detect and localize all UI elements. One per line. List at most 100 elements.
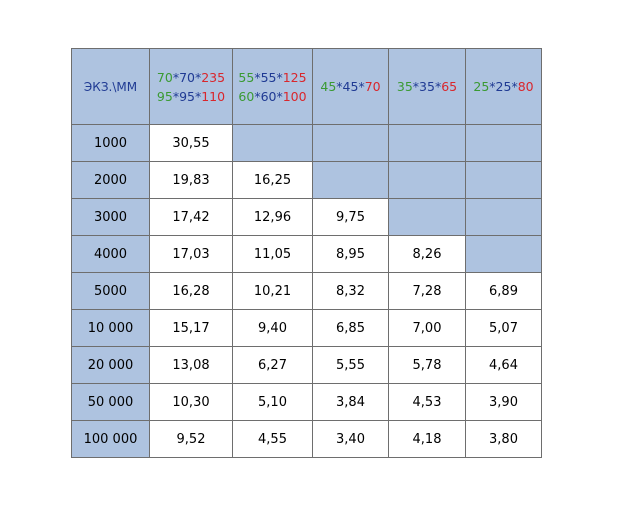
price-cell: 12,96: [232, 198, 313, 236]
quantity-label: 1000: [71, 124, 150, 162]
empty-cell: [312, 124, 389, 162]
size-part: *: [336, 79, 343, 94]
price-cell: 17,42: [149, 198, 233, 236]
empty-cell: [232, 124, 313, 162]
size-part: 35: [396, 79, 413, 94]
price-cell: 5,10: [232, 383, 313, 421]
price-cell: 6,27: [232, 346, 313, 384]
size-part: *: [434, 79, 442, 94]
quantity-label: 20 000: [71, 346, 150, 384]
empty-cell: [465, 198, 542, 236]
price-cell: 5,07: [465, 309, 542, 347]
quantity-label: 50 000: [71, 383, 150, 421]
size-part: 65: [441, 79, 458, 94]
size-part: *: [358, 79, 365, 94]
size-part: 60: [238, 88, 255, 104]
price-cell: 3,90: [465, 383, 542, 421]
price-cell: 30,55: [149, 124, 233, 162]
price-cell: 6,89: [465, 272, 542, 310]
price-cell: 7,28: [388, 272, 466, 310]
size-part: *: [489, 79, 496, 94]
empty-cell: [465, 161, 542, 199]
price-cell: 5,78: [388, 346, 466, 384]
size-part: *: [194, 88, 202, 104]
size-part: *: [276, 88, 283, 104]
price-cell: 3,80: [465, 420, 542, 458]
size-part: 70: [364, 79, 381, 94]
empty-cell: [388, 198, 466, 236]
price-cell: 4,55: [232, 420, 313, 458]
price-cell: 4,64: [465, 346, 542, 384]
size-part: 55: [238, 69, 255, 85]
size-part: 70: [156, 69, 173, 85]
price-cell: 3,40: [312, 420, 389, 458]
price-cell: 16,25: [232, 161, 313, 199]
price-cell: 10,30: [149, 383, 233, 421]
size-line: 45*45*70: [313, 77, 388, 96]
size-part: 125: [282, 69, 307, 85]
price-cell: 16,28: [149, 272, 233, 310]
size-part: *: [172, 88, 180, 104]
size-line: 35*35*65: [389, 77, 465, 96]
empty-cell: [388, 124, 466, 162]
price-cell: 4,18: [388, 420, 466, 458]
size-line: 55*55*125: [233, 68, 312, 87]
price-cell: 11,05: [232, 235, 313, 273]
size-header-cell: 25*25*80: [465, 48, 542, 125]
size-part: 95: [156, 88, 173, 104]
size-part: 110: [201, 88, 226, 104]
quantity-label: 10 000: [71, 309, 150, 347]
corner-label: ЭКЗ.\ММ: [83, 79, 138, 94]
size-part: 45: [320, 79, 337, 94]
price-cell: 4,53: [388, 383, 466, 421]
price-cell: 8,95: [312, 235, 389, 273]
size-part: 95: [179, 88, 195, 104]
size-line: 95*95*110: [150, 87, 232, 106]
price-cell: 5,55: [312, 346, 389, 384]
size-part: 35: [419, 79, 435, 94]
price-cell: 3,84: [312, 383, 389, 421]
price-cell: 7,00: [388, 309, 466, 347]
size-line: 60*60*100: [233, 87, 312, 106]
size-part: *: [412, 79, 420, 94]
quantity-label: 3000: [71, 198, 150, 236]
size-line: 70*70*235: [150, 68, 232, 87]
size-part: *: [511, 79, 518, 94]
size-part: *: [254, 88, 261, 104]
size-part: *: [172, 69, 180, 85]
empty-cell: [465, 235, 542, 273]
price-cell: 9,75: [312, 198, 389, 236]
size-part: 80: [517, 79, 534, 94]
price-cell: 9,40: [232, 309, 313, 347]
size-part: 45: [342, 79, 359, 94]
price-cell: 9,52: [149, 420, 233, 458]
price-cell: 19,83: [149, 161, 233, 199]
size-part: 25: [473, 79, 490, 94]
empty-cell: [465, 124, 542, 162]
price-cell: 8,26: [388, 235, 466, 273]
size-header-cell: 45*45*70: [312, 48, 389, 125]
size-part: 55: [260, 69, 277, 85]
price-cell: 17,03: [149, 235, 233, 273]
quantity-label: 2000: [71, 161, 150, 199]
size-part: 100: [282, 88, 307, 104]
size-part: *: [194, 69, 202, 85]
size-part: *: [276, 69, 283, 85]
size-part: 25: [495, 79, 512, 94]
price-cell: 13,08: [149, 346, 233, 384]
empty-cell: [388, 161, 466, 199]
size-line: 25*25*80: [466, 77, 541, 96]
